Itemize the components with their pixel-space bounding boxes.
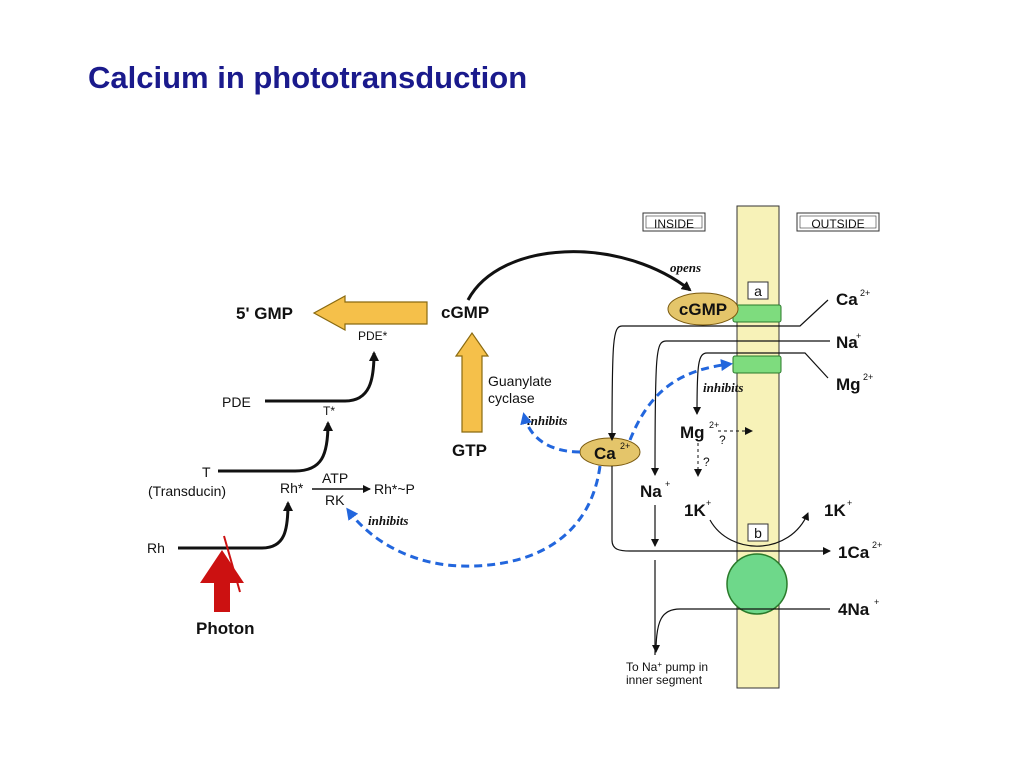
slide-title: Calcium in phototransduction <box>88 60 528 95</box>
na-in-sup: + <box>665 479 670 489</box>
k-out-sup: + <box>847 498 852 508</box>
rh-to-rhstar-line <box>178 501 293 550</box>
cgmp-channel-top <box>732 304 782 323</box>
pump-note-line2: inner segment <box>626 673 703 687</box>
box-b-label: b <box>754 525 762 541</box>
membrane-column <box>736 205 780 689</box>
question-2: ? <box>703 455 710 469</box>
box-a-label: a <box>754 283 762 299</box>
na4-influx-line <box>652 608 830 653</box>
inhibits-cyclase-label: inhibits <box>527 413 567 428</box>
pde-label: PDE <box>222 394 251 410</box>
gmp5-label: 5' GMP <box>236 304 293 323</box>
question-1: ? <box>719 433 726 447</box>
inhibit-channel-arrow <box>628 359 733 441</box>
guanylate-label: Guanylate <box>488 373 552 389</box>
mg-in-label: Mg <box>680 423 705 442</box>
na-out-label: Na <box>836 333 858 352</box>
channel-cgmp-label: cGMP <box>679 300 727 319</box>
cgmp-channel-bottom <box>732 355 782 374</box>
opens-label: opens <box>670 260 701 275</box>
inhibits-rk-label: inhibits <box>368 513 408 528</box>
inhibit-cyclase-arrow <box>520 412 581 454</box>
outside-label-box: OUTSIDE <box>796 212 880 232</box>
inhibit-rk-arrow <box>346 465 602 568</box>
ca-out-sup: 2+ <box>860 288 870 298</box>
pump-note-line1: To Na+ pump in <box>626 660 708 674</box>
ca-efflux-line <box>611 466 831 555</box>
k-out-label: 1K <box>824 501 846 520</box>
na4-label: 4Na <box>838 600 870 619</box>
na4-sup: + <box>874 597 879 607</box>
ca-influx-line <box>608 299 829 441</box>
mg-influx-line <box>693 352 829 415</box>
rk-label: RK <box>325 492 345 508</box>
k-in-sup: + <box>706 498 711 508</box>
rh-p-label: Rh*~P <box>374 481 415 497</box>
photon-arrow <box>200 550 244 612</box>
opens-arrow <box>466 250 692 301</box>
t-to-tstar-line <box>218 421 333 473</box>
gtp-arrow <box>454 331 490 433</box>
ca-exch-label: 1Ca <box>838 543 870 562</box>
k-exchange-arc <box>709 512 809 547</box>
t-star-label: T* <box>323 404 335 418</box>
na-out-sup: + <box>856 331 861 341</box>
outside-label: OUTSIDE <box>811 217 864 231</box>
gtp-label: GTP <box>452 441 487 460</box>
inside-label: INSIDE <box>654 217 694 231</box>
mg-out-sup: 2+ <box>863 372 873 382</box>
k-in-label: 1K <box>684 501 706 520</box>
rh-star-label: Rh* <box>280 480 304 496</box>
pde-hydrolysis-arrow <box>312 294 428 332</box>
na-in-label: Na <box>640 482 662 501</box>
box-a <box>747 281 769 300</box>
pde-star-label: PDE* <box>358 329 388 343</box>
atp-label: ATP <box>322 470 348 486</box>
channel-cgmp-oval <box>667 292 739 326</box>
ca-exch-sup: 2+ <box>872 540 882 550</box>
exchanger-circle <box>726 553 788 615</box>
cyclase-label: cyclase <box>488 390 535 406</box>
transducin-label: (Transducin) <box>148 483 226 499</box>
ca-center-sup: 2+ <box>620 441 630 451</box>
rh-label: Rh <box>147 540 165 556</box>
pde-to-pdestar-line <box>265 351 379 403</box>
box-b <box>747 523 769 542</box>
inhibits-mg-label: inhibits <box>703 380 743 395</box>
t-label: T <box>202 464 211 480</box>
inside-label-box: INSIDE <box>642 212 706 232</box>
mg-out-label: Mg <box>836 375 861 394</box>
na-influx-line <box>651 340 830 476</box>
cgmp-label: cGMP <box>441 303 489 322</box>
photon-label: Photon <box>196 619 255 638</box>
mg-in-sup: 2+ <box>709 420 719 430</box>
ca-out-label: Ca <box>836 290 858 309</box>
ca-center-label: Ca <box>594 444 616 463</box>
